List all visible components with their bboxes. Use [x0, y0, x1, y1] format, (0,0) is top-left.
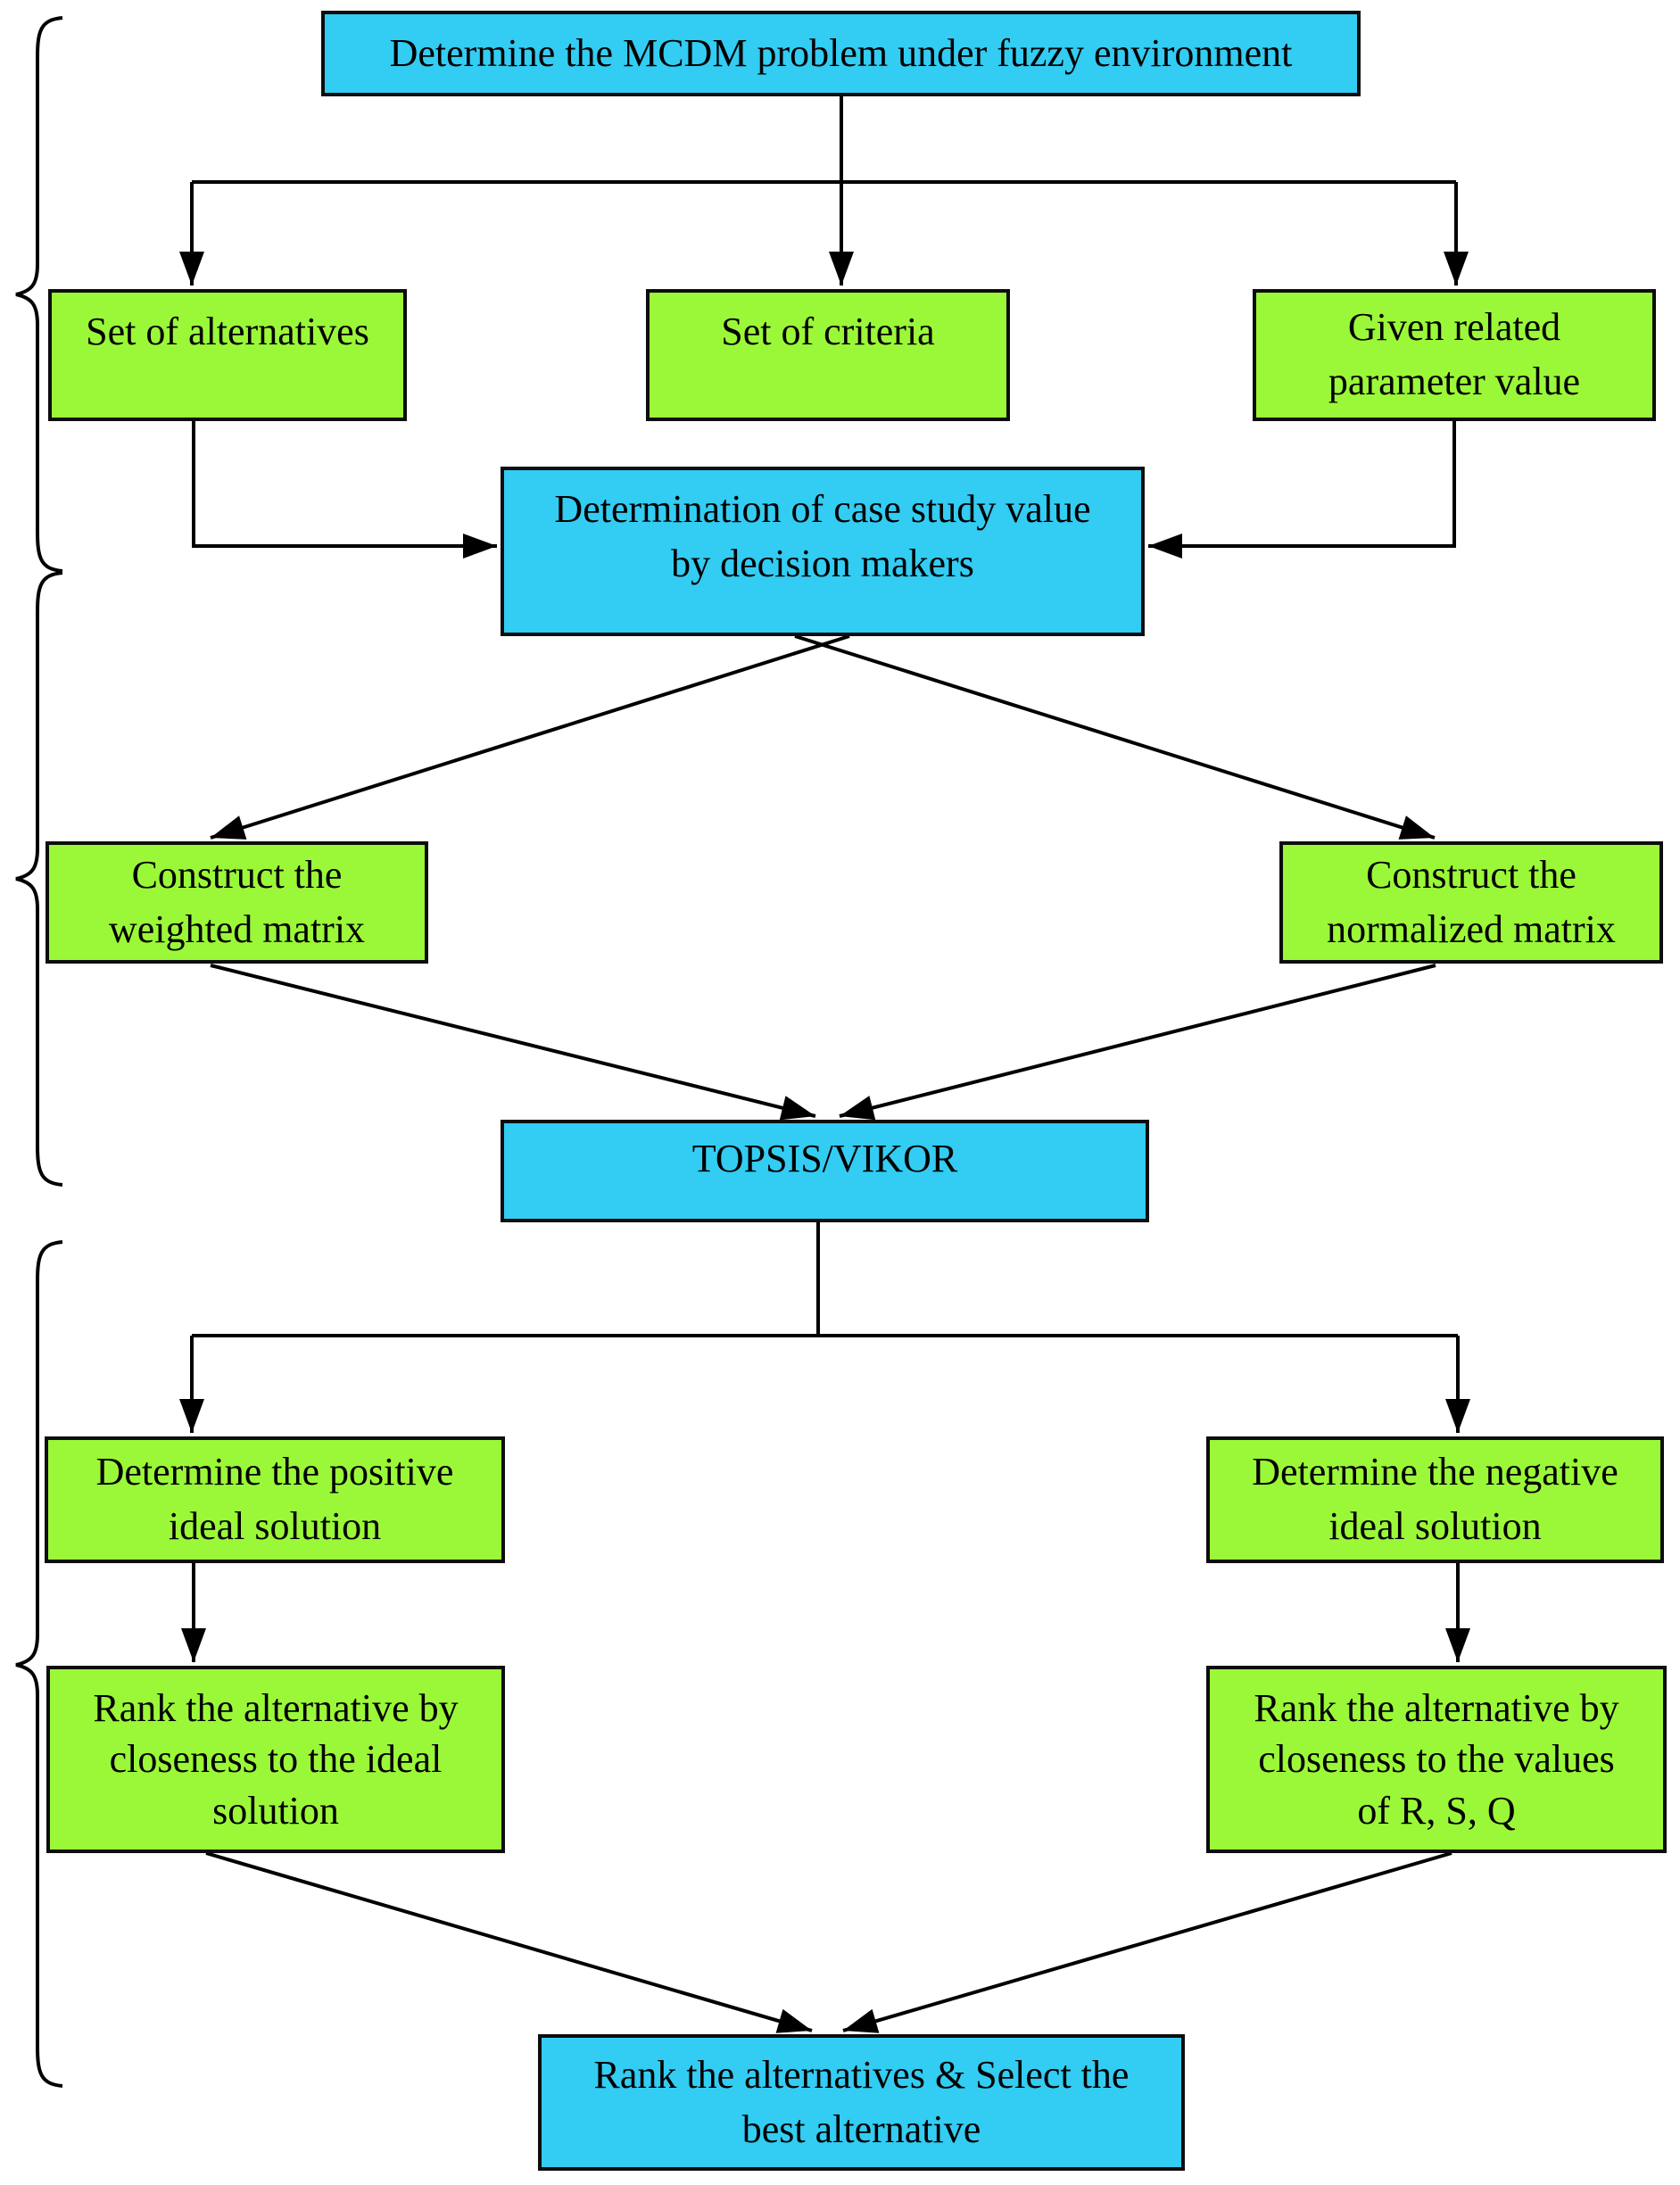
connector-parameter-to-casestudy [1148, 421, 1456, 559]
node-negative-ideal: Determine the negative ideal solution [1206, 1436, 1664, 1563]
node-positive-ideal-label: Determine the positive ideal solution [95, 1450, 454, 1548]
node-set-of-alternatives-label: Set of alternatives [86, 310, 369, 353]
node-topsis-vikor-label: TOPSIS/VIKOR [691, 1137, 958, 1180]
node-given-parameter: Given related parameter value [1253, 289, 1656, 421]
brace-ranking [15, 1240, 63, 2088]
node-mcdm-problem: Determine the MCDM problem under fuzzy e… [321, 11, 1361, 96]
node-rank-rsq-label: Rank the alternative by closeness to the… [1254, 1686, 1619, 1833]
node-negative-ideal-label: Determine the negative ideal solution [1252, 1450, 1618, 1548]
connector-rankrsq-to-final [842, 1851, 1452, 2033]
node-rank-rsq: Rank the alternative by closeness to the… [1206, 1666, 1667, 1853]
node-normalized-matrix: Construct the normalized matrix [1279, 841, 1663, 964]
node-given-parameter-label: Given related parameter value [1328, 305, 1581, 403]
node-normalized-matrix-label: Construct the normalized matrix [1327, 852, 1616, 951]
connector-rankideal-to-final [205, 1851, 813, 2033]
node-weighted-matrix-label: Construct the weighted matrix [108, 852, 366, 951]
connector-alternatives-to-casestudy [192, 421, 497, 559]
connector-casestudy-to-normalized [794, 634, 1436, 840]
node-rank-select-label: Rank the alternatives & Select the best … [593, 2052, 1130, 2151]
node-weighted-matrix: Construct the weighted matrix [46, 841, 428, 964]
node-rank-ideal: Rank the alternative by closeness to the… [46, 1666, 505, 1853]
node-set-of-criteria-label: Set of criteria [721, 310, 935, 353]
connector-normalized-to-topsis [839, 964, 1436, 1121]
node-rank-ideal-label: Rank the alternative by closeness to the… [93, 1686, 459, 1833]
node-set-of-alternatives: Set of alternatives [48, 289, 407, 421]
node-positive-ideal: Determine the positive ideal solution [45, 1436, 505, 1563]
node-case-study-value-label: Determination of case study value by dec… [554, 487, 1091, 585]
node-rank-select: Rank the alternatives & Select the best … [538, 2034, 1185, 2171]
node-topsis-vikor: TOPSIS/VIKOR [501, 1120, 1149, 1222]
connector-weighted-to-topsis [210, 964, 816, 1121]
node-set-of-criteria: Set of criteria [646, 289, 1010, 421]
node-case-study-value: Determination of case study value by dec… [501, 467, 1145, 636]
node-mcdm-problem-label: Determine the MCDM problem under fuzzy e… [389, 30, 1293, 75]
connector-casestudy-to-weighted [210, 634, 850, 840]
